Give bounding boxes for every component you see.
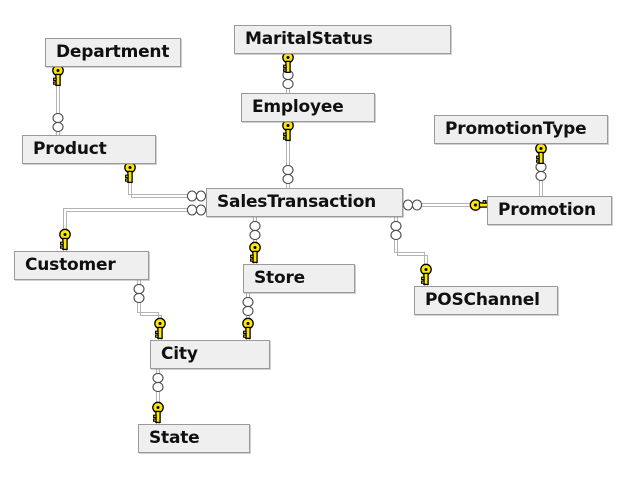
key-icon-city-customer bbox=[154, 317, 166, 340]
connector-salestransaction-employee bbox=[285, 122, 291, 188]
marker-zero-or-more-product-top bbox=[52, 112, 64, 133]
key-icon-customer bbox=[59, 228, 71, 251]
entity-label-promotion: Promotion bbox=[498, 200, 596, 220]
entity-label-department: Department bbox=[56, 42, 170, 62]
entity-poschannel[interactable]: POSChannel bbox=[414, 286, 558, 315]
entity-store[interactable]: Store bbox=[243, 264, 355, 293]
key-icon-store bbox=[249, 241, 261, 264]
key-icon-maritalstatus bbox=[282, 51, 294, 74]
connector-salestransaction-poschannel bbox=[393, 217, 429, 286]
entity-promotion[interactable]: Promotion bbox=[487, 196, 612, 225]
marker-zero-or-more-salestransaction-left-upper bbox=[186, 190, 207, 202]
marker-zero-or-more-city-bottom bbox=[152, 372, 164, 393]
marker-zero-or-more-salestransaction-bottom-poschannel bbox=[390, 220, 402, 241]
connector-promotion-promotiontype bbox=[538, 144, 544, 196]
entity-salestransaction[interactable]: SalesTransaction bbox=[206, 188, 403, 217]
entity-label-employee: Employee bbox=[252, 97, 344, 117]
entity-product[interactable]: Product bbox=[22, 135, 156, 164]
connector-employee-maritalstatus bbox=[285, 54, 291, 93]
entity-department[interactable]: Department bbox=[45, 38, 181, 67]
key-icon-state bbox=[152, 401, 164, 424]
entity-promotiontype[interactable]: PromotionType bbox=[434, 115, 608, 144]
marker-zero-or-more-promotion-top bbox=[535, 161, 547, 182]
connector-salestransaction-product bbox=[127, 164, 192, 199]
key-icon-employee bbox=[282, 119, 294, 142]
key-icon-city-store bbox=[242, 317, 254, 340]
entity-label-customer: Customer bbox=[25, 255, 116, 275]
entity-state[interactable]: State bbox=[138, 424, 250, 453]
entity-label-salestransaction: SalesTransaction bbox=[217, 192, 377, 212]
connector-salestransaction-promotion bbox=[403, 202, 487, 208]
entity-label-store: Store bbox=[254, 268, 305, 288]
entity-maritalstatus[interactable]: MaritalStatus bbox=[234, 25, 451, 54]
connector-city-customer bbox=[136, 280, 163, 340]
key-icon-poschannel bbox=[420, 263, 432, 286]
entity-customer[interactable]: Customer bbox=[14, 251, 149, 280]
entity-label-promotiontype: PromotionType bbox=[445, 119, 587, 139]
entity-label-city: City bbox=[161, 344, 198, 364]
marker-zero-or-more-customer-bottom bbox=[133, 283, 145, 304]
entity-label-poschannel: POSChannel bbox=[425, 290, 540, 310]
entity-employee[interactable]: Employee bbox=[241, 93, 375, 122]
marker-zero-or-more-salestransaction-right bbox=[402, 199, 423, 211]
entity-label-state: State bbox=[149, 428, 200, 448]
entity-label-maritalstatus: MaritalStatus bbox=[245, 29, 373, 49]
connector-salestransaction-store bbox=[252, 217, 258, 264]
marker-zero-or-more-employee-top bbox=[282, 69, 294, 90]
marker-zero-or-more-salestransaction-bottom-store bbox=[249, 220, 261, 241]
connector-product-department bbox=[55, 67, 61, 135]
marker-zero-or-more-store-bottom bbox=[242, 296, 254, 317]
connector-city-store bbox=[245, 293, 251, 340]
marker-zero-or-more-salestransaction-top bbox=[282, 164, 294, 185]
key-icon-department bbox=[52, 64, 64, 87]
connector-salestransaction-customer bbox=[62, 207, 192, 251]
key-icon-promotiontype bbox=[535, 142, 547, 165]
entity-label-product: Product bbox=[33, 139, 107, 159]
key-icon-product bbox=[124, 161, 136, 184]
entity-city[interactable]: City bbox=[150, 340, 270, 369]
connector-state-city bbox=[155, 369, 161, 424]
marker-zero-or-more-salestransaction-left-lower bbox=[186, 204, 207, 216]
